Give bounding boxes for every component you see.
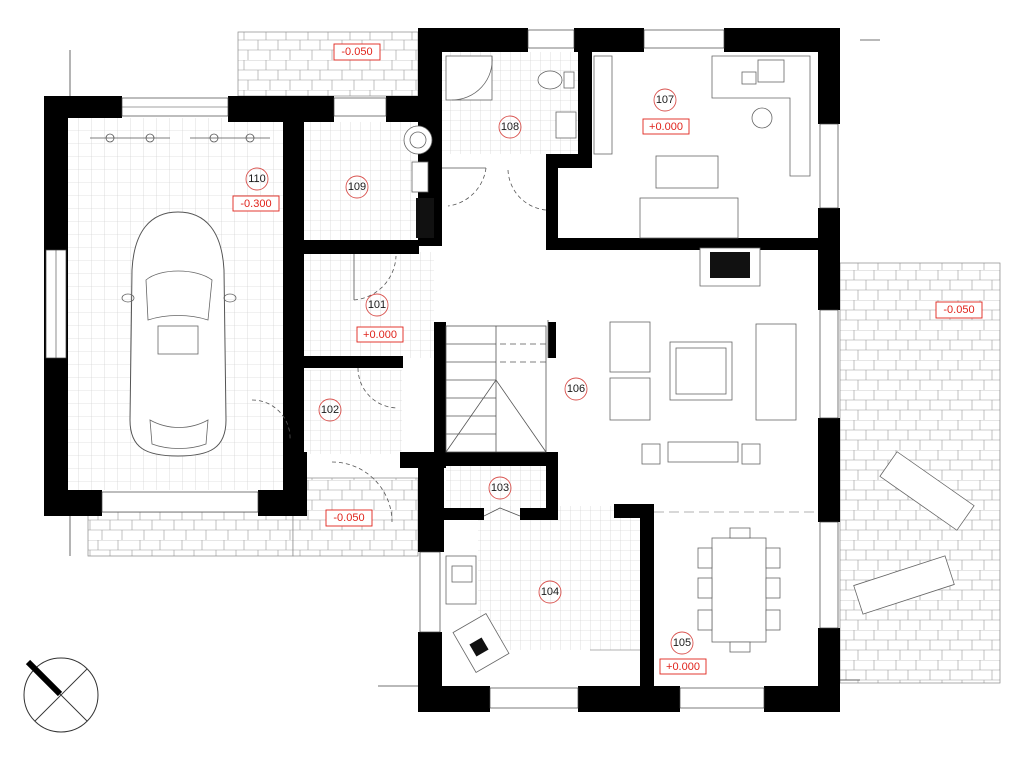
staircase — [445, 325, 547, 453]
living-room-furniture — [609, 321, 797, 465]
entrance-porch-level-tag: -0.050 — [325, 509, 373, 527]
car-drawing — [121, 211, 237, 457]
boiler-fixtures — [403, 125, 434, 238]
room-number-108: 108 — [501, 121, 519, 133]
room-level-105: +0.000 — [666, 661, 700, 673]
room-level-101: +0.000 — [363, 329, 397, 341]
room-number-102: 102 — [321, 404, 339, 416]
room-label-106: 106 — [564, 377, 588, 401]
room-label-101: 101 +0.000 — [356, 293, 404, 343]
railing-posts — [69, 39, 880, 687]
windows — [45, 29, 839, 709]
bicycles — [90, 133, 270, 143]
room-label-110: 110 -0.300 — [232, 167, 280, 212]
right-terrace-level-tag: -0.050 — [935, 301, 983, 319]
room-number-105: 105 — [673, 637, 691, 649]
top-terrace-level-tag: -0.050 — [333, 43, 381, 61]
room-number-106: 106 — [567, 383, 585, 395]
vestibule-floor — [304, 370, 402, 454]
room-label-104: 104 — [538, 580, 562, 604]
terrace-loungers — [853, 451, 975, 615]
dining-set — [654, 511, 818, 653]
room-level-107: +0.000 — [649, 121, 683, 133]
top-terrace-level: -0.050 — [341, 46, 372, 58]
room-level-110: -0.300 — [240, 198, 271, 210]
garage-apron-paving — [87, 511, 294, 557]
kitchen-floor — [478, 506, 640, 650]
room-label-107: 107 +0.000 — [642, 88, 690, 135]
room-number-103: 103 — [491, 482, 509, 494]
room-number-109: 109 — [348, 181, 366, 193]
top-terrace-paving — [237, 31, 419, 97]
room-label-109: 109 — [345, 175, 369, 199]
kitchen-fixtures — [445, 555, 640, 673]
room-label-102: 102 — [318, 398, 342, 422]
right-terrace-level: -0.050 — [943, 304, 974, 316]
bathroom-fixtures — [445, 55, 577, 139]
room-number-110: 110 — [248, 173, 266, 185]
room-label-105: 105 +0.000 — [659, 631, 707, 675]
north-arrow — [23, 657, 99, 733]
office-furniture — [593, 55, 811, 287]
entrance-porch-level: -0.050 — [333, 512, 364, 524]
room-label-108: 108 — [498, 115, 522, 139]
room-number-104: 104 — [541, 586, 559, 598]
room-number-107: 107 — [656, 94, 674, 106]
room-label-103: 103 — [488, 476, 512, 500]
room-number-101: 101 — [368, 299, 386, 311]
door-swings — [251, 167, 549, 523]
wc-floor — [446, 466, 546, 510]
